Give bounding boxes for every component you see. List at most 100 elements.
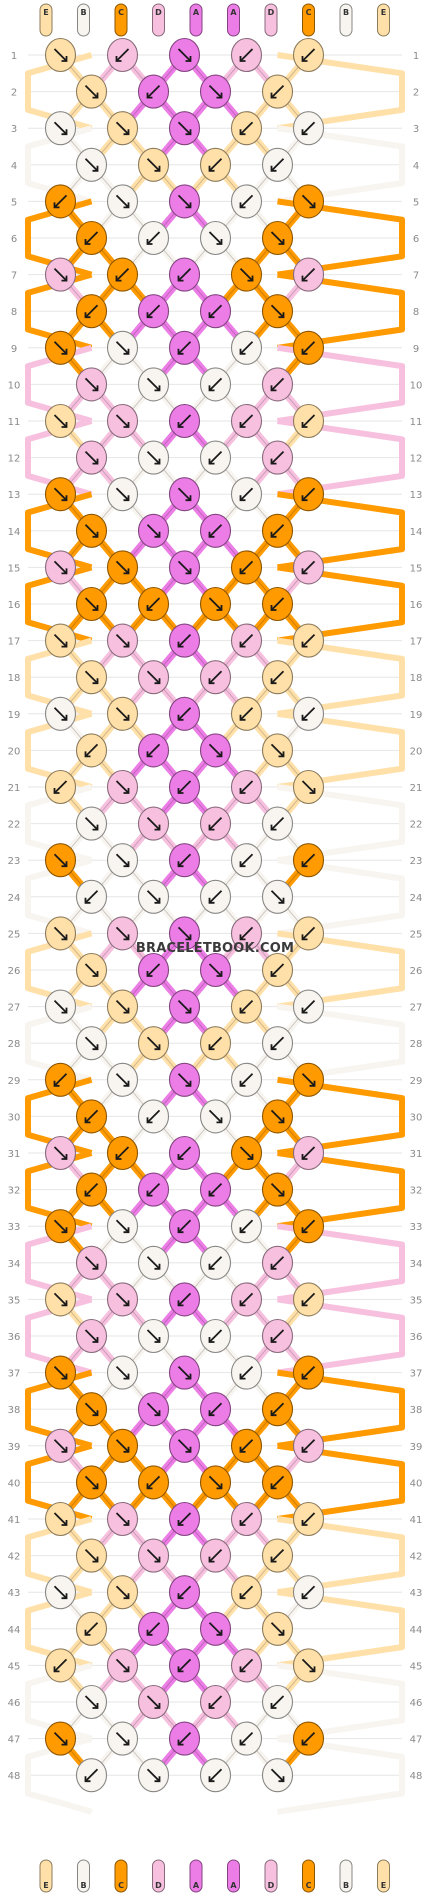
arrow-down-left-icon — [239, 560, 254, 575]
row-label-right: 4 — [413, 161, 419, 172]
arrow-down-right-icon — [84, 450, 99, 465]
arrow-down-left-icon — [208, 816, 223, 831]
arrow-head-icon — [239, 422, 246, 428]
knot — [261, 733, 294, 768]
arrow-head-icon — [61, 275, 68, 282]
arrow-down-right-icon — [53, 560, 68, 575]
knot — [230, 477, 263, 512]
arrow-down-right-icon — [177, 926, 192, 941]
row-label-right: 12 — [410, 454, 423, 465]
knot — [230, 550, 263, 585]
arrow-head-icon — [92, 971, 99, 977]
edge-strand — [277, 1150, 405, 1230]
arrow-head-icon — [239, 1593, 246, 1600]
arrow-down-left-icon — [301, 853, 316, 867]
arrow-head-icon — [123, 1007, 130, 1014]
arrow-head-icon — [278, 312, 285, 319]
arrow-down-right-icon — [53, 1292, 68, 1307]
arrow-down-left-icon — [270, 963, 285, 977]
arrow-head-icon — [146, 239, 153, 245]
strand-tab — [339, 3, 353, 37]
arrow-down-right-icon — [53, 633, 68, 648]
knot — [75, 74, 108, 109]
row-label-left: 19 — [8, 710, 21, 721]
knot — [75, 294, 108, 329]
strand-end-bottom: D — [264, 1859, 278, 1893]
arrow-head-icon — [301, 714, 308, 721]
strand-letter: D — [155, 8, 162, 17]
knot — [199, 879, 232, 914]
knot — [106, 111, 139, 146]
knot — [292, 37, 325, 73]
arrow-down-left-icon — [177, 1512, 192, 1526]
knot — [137, 733, 170, 768]
arrow-head-icon — [146, 312, 153, 319]
knot — [230, 1648, 263, 1683]
row-label-left: 15 — [8, 563, 21, 574]
arrow-head-icon — [61, 1446, 68, 1453]
knot — [75, 440, 108, 475]
arrow-down-left-icon — [301, 999, 316, 1014]
arrow-head-icon — [154, 458, 161, 465]
knot — [292, 257, 325, 292]
edge-strand — [277, 1516, 405, 1596]
arrow-down-right-icon — [53, 48, 68, 62]
arrow-down-left-icon — [239, 1512, 254, 1526]
knot — [168, 403, 201, 439]
row-label-right: 3 — [413, 124, 419, 135]
strand-end-bottom: B — [339, 1859, 353, 1893]
arrow-head-icon — [154, 1703, 161, 1709]
edge-strand — [277, 1442, 405, 1522]
arrow-head-icon — [278, 1629, 285, 1636]
arrow-down-left-icon — [146, 1109, 161, 1124]
arrow-down-left-icon — [301, 1365, 316, 1380]
knot — [199, 1758, 232, 1793]
arrow-down-left-icon — [270, 377, 285, 392]
strand-end-top: B — [339, 3, 353, 37]
arrow-head-icon — [185, 934, 192, 941]
knot — [44, 1721, 77, 1756]
knot — [44, 1501, 77, 1537]
row-label-right: 44 — [410, 1625, 423, 1636]
knot — [199, 1538, 232, 1573]
row-label-right: 48 — [410, 1771, 423, 1782]
row-label-left: 29 — [8, 1076, 21, 1087]
arrow-down-right-icon — [84, 158, 99, 172]
strand-letter: C — [306, 8, 312, 17]
knot — [292, 1209, 325, 1244]
knot — [137, 660, 170, 695]
arrow-head-icon — [208, 897, 215, 904]
row-label-right: 18 — [410, 673, 423, 684]
row-label-right: 38 — [410, 1405, 423, 1416]
arrow-down-left-icon — [239, 1731, 254, 1746]
arrow-down-right-icon — [208, 1109, 223, 1124]
edge-strand — [277, 1003, 405, 1083]
arrow-head-icon — [84, 1629, 91, 1636]
row-label-right: 41 — [410, 1515, 423, 1526]
arrow-down-left-icon — [301, 1512, 316, 1526]
arrow-head-icon — [177, 1300, 184, 1307]
strand-end-bottom: C — [302, 1859, 315, 1893]
arrow-down-right-icon — [115, 1585, 130, 1599]
arrow-down-left-icon — [239, 1439, 254, 1453]
knot — [168, 37, 201, 73]
arrow-head-icon — [239, 861, 246, 868]
knot — [137, 147, 170, 182]
arrow-down-left-icon — [239, 1585, 254, 1599]
arrow-down-right-icon — [270, 1768, 285, 1782]
arrow-head-icon — [270, 1483, 277, 1490]
row-label-left: 43 — [8, 1588, 21, 1599]
strand-tab — [227, 3, 240, 37]
arrow-down-left-icon — [84, 1182, 99, 1197]
arrow-head-icon — [208, 165, 215, 172]
arrow-head-icon — [92, 824, 99, 831]
row-label-left: 24 — [8, 893, 21, 904]
arrow-down-left-icon — [301, 707, 316, 721]
arrow-down-left-icon — [208, 1329, 223, 1343]
knot — [137, 1318, 170, 1354]
row-label-right: 28 — [410, 1039, 423, 1050]
knot — [75, 220, 108, 256]
arrow-head-icon — [208, 1703, 215, 1709]
arrow-head-icon — [216, 605, 223, 611]
arrow-head-icon — [301, 1227, 308, 1234]
